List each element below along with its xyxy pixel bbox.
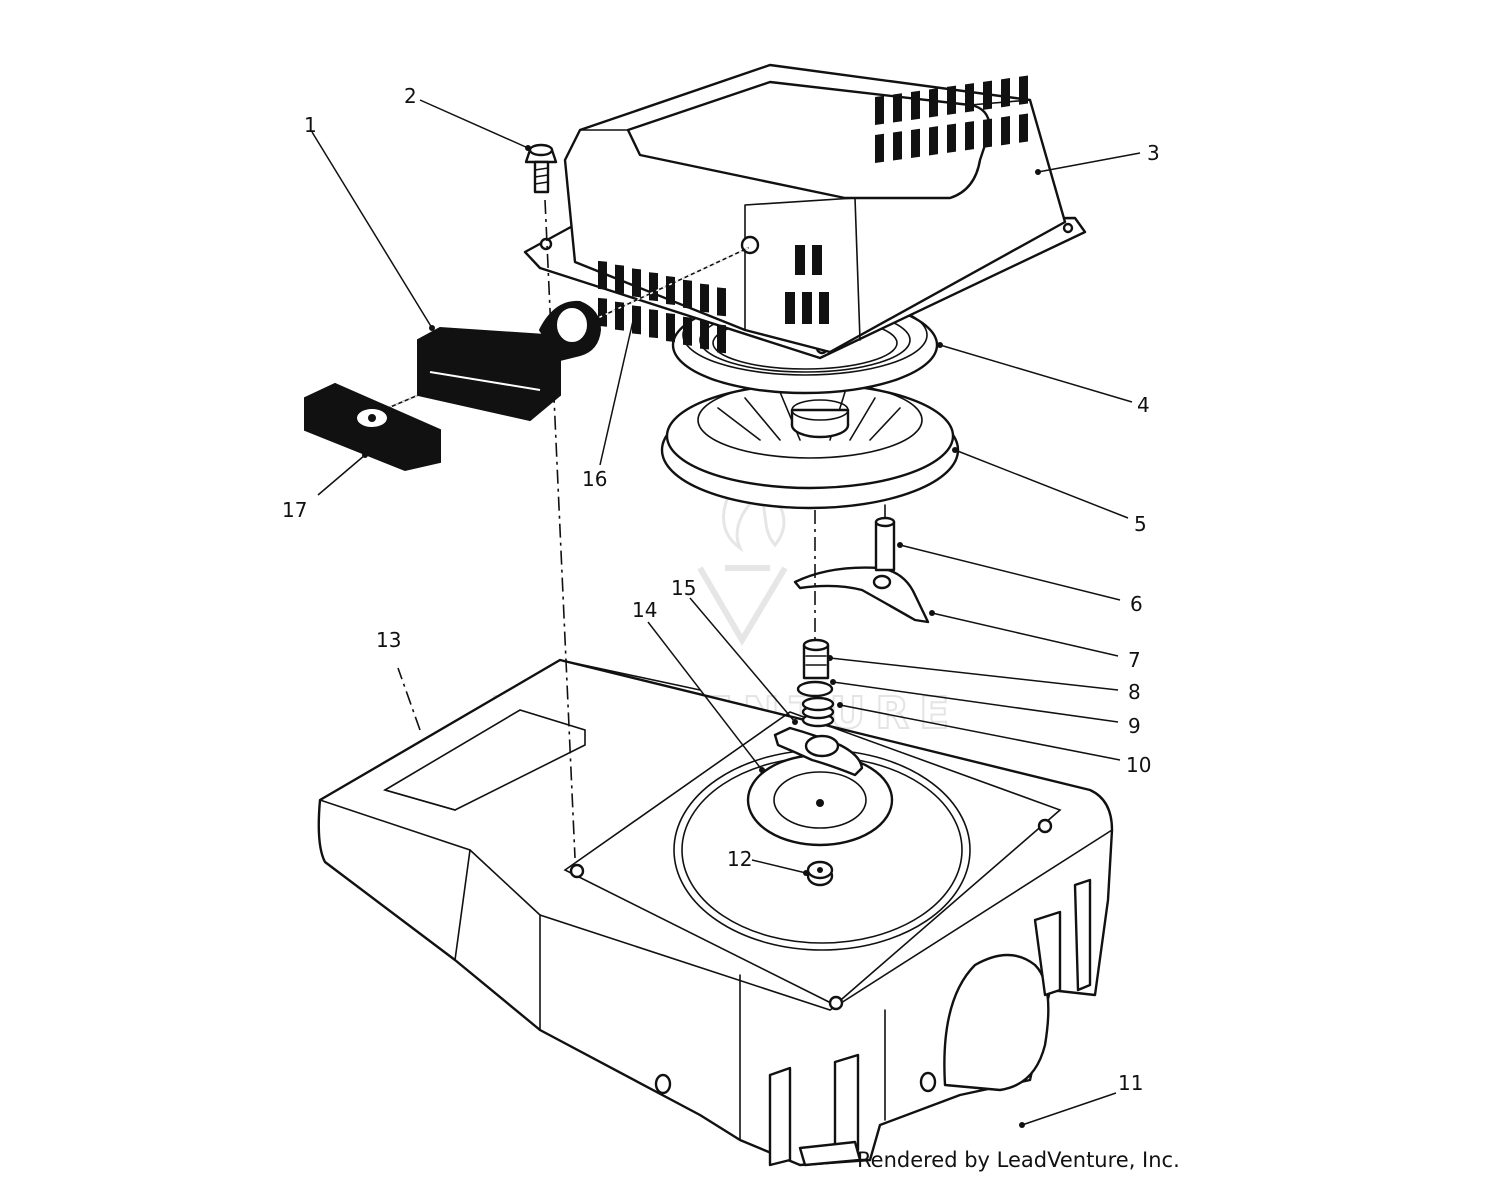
part-8-screw	[802, 638, 830, 680]
callout-11: 11	[1118, 1071, 1143, 1095]
leader-lines	[311, 99, 1141, 1128]
callout-1: 1	[304, 113, 317, 137]
part-10-spring	[801, 696, 835, 728]
credit-text: Rendered by LeadVenture, Inc.	[857, 1148, 1180, 1172]
part-15-pawl	[773, 726, 864, 777]
callout-15: 15	[671, 576, 696, 600]
assembly-center-lines	[397, 199, 816, 859]
part-13-blower-housing	[317, 658, 1114, 1167]
callout-2: 2	[404, 84, 417, 108]
callout-5: 5	[1134, 512, 1147, 536]
part-12-nut	[806, 860, 834, 887]
part-14-hub	[746, 753, 894, 847]
part-7-plate	[793, 566, 930, 624]
part-5-pulley	[660, 381, 960, 510]
callout-10: 10	[1126, 753, 1151, 777]
callout-9: 9	[1128, 714, 1141, 738]
callout-7: 7	[1128, 648, 1141, 672]
callout-12: 12	[727, 847, 752, 871]
part-9-washer	[796, 680, 834, 698]
part-2-bolt	[524, 143, 558, 194]
part-6-pin	[874, 504, 896, 572]
callout-4: 4	[1137, 393, 1150, 417]
callout-labels: 1 2 3 4 5 6 7 8 9 10 11 12 13 14 15 16 1…	[282, 84, 1160, 1095]
callout-14: 14	[632, 598, 657, 622]
callout-8: 8	[1128, 680, 1141, 704]
callout-17: 17	[282, 498, 307, 522]
part-1-handle	[417, 300, 602, 422]
callout-3: 3	[1147, 141, 1160, 165]
callout-16: 16	[582, 467, 607, 491]
part-17-handle-insert	[304, 382, 441, 472]
part-3-recoil-cover	[523, 63, 1087, 360]
callout-13: 13	[376, 628, 401, 652]
callout-6: 6	[1130, 592, 1143, 616]
